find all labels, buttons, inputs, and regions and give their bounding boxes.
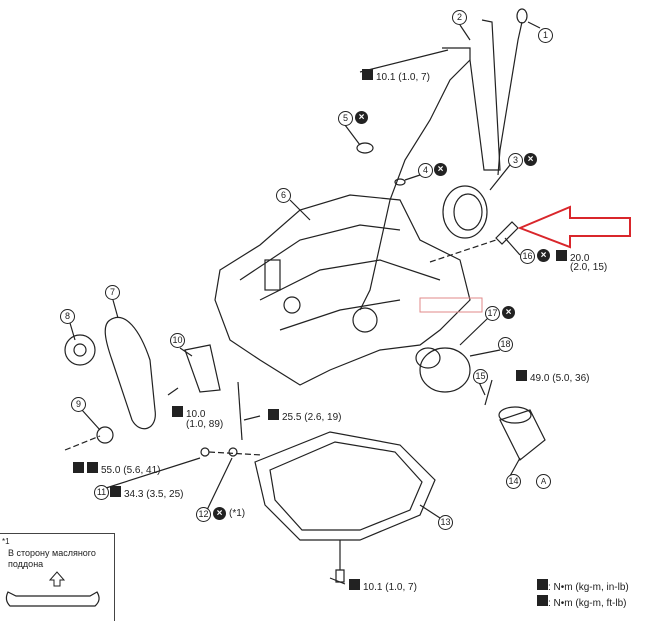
callout-8: 8 [60,309,75,324]
callout-10: 10 [170,333,185,348]
callout-12: 12 [196,507,211,522]
torque-filter-connector: 49.0 (5.0, 36) [516,370,589,385]
dipstick-handle [516,8,528,24]
dipstick [497,21,523,176]
legend-ft-lb: : N•m (kg-m, ft-lb) [537,595,629,611]
sprocket [64,334,96,366]
callout-5: 5 [338,111,353,126]
legend-in-lb: : N•m (kg-m, in-lb) [537,579,629,595]
torque-wrench-icon [110,486,121,497]
callout-3: 3 [508,153,523,168]
do-not-reuse-icon: × [434,163,447,176]
lower-cylinder-block [214,194,471,386]
filter-bracket [419,347,471,393]
callout-4: 4 [418,163,433,178]
torque-tensioner-units: (1.0, 89) [186,419,224,430]
torque-sensor-units: (2.0, 15) [570,262,608,273]
torque-wrench-icon [268,409,279,420]
torque-wrench-icon [556,250,567,261]
tensioner [184,344,221,393]
do-not-reuse-icon: × [355,111,368,124]
callout-7: 7 [105,285,120,300]
callout-1: 1 [538,28,553,43]
torque-wrench-icon [362,69,373,80]
torque-tensioner: 10.0 [172,406,205,421]
oil-filter [499,409,546,461]
callout-11: 11 [94,485,109,500]
torque-dipstick-bolt: 10.1 (1.0, 7) [362,69,430,84]
callout-9: 9 [71,397,86,412]
callout-6: 6 [276,188,291,203]
lubricate-icon [73,462,84,473]
do-not-reuse-icon: × [524,153,537,166]
torque-wrench-icon [537,595,548,606]
torque-sprocket-bolt: 55.0 (5.6, 41) [73,462,160,477]
washer-note: (*1) [229,508,246,519]
oil-seal [442,185,488,239]
filter-mark-a: A [536,474,551,489]
do-not-reuse-icon: × [502,306,515,319]
callout-2: 2 [452,10,467,25]
callout-13: 13 [438,515,453,530]
torque-pan-bolt: 10.1 (1.0, 7) [349,579,417,594]
callout-17: 17 [485,306,500,321]
torque-long-bolt: 25.5 (2.6, 19) [268,409,341,424]
chain [104,316,156,430]
callout-18: 18 [498,337,513,352]
crank-sprocket [96,426,114,444]
torque-wrench-icon [349,579,360,590]
torque-wrench-icon [87,462,98,473]
torque-drain-plug: 34.3 (3.5, 25) [110,486,183,501]
do-not-reuse-icon: × [537,249,550,262]
inset-ref: *1 [2,537,10,546]
do-not-reuse-icon: × [213,507,226,520]
dipstick-tube [359,19,501,311]
callout-16: 16 [520,249,535,264]
torque-wrench-icon [537,579,548,590]
torque-wrench-icon [172,406,183,417]
torque-wrench-icon [516,370,527,381]
callout-15: 15 [473,369,488,384]
inset-detail: *1 В сторону масляного поддона [0,533,115,621]
torque-sensor: 20.0 [556,250,589,265]
inset-caption: В сторону масляного поддона [8,548,96,569]
torque-legend: : N•m (kg-m, in-lb) : N•m (kg-m, ft-lb) [537,579,629,611]
red-pointer-arrow [517,205,631,249]
callout-14: 14 [506,474,521,489]
oil-pan [254,431,436,541]
